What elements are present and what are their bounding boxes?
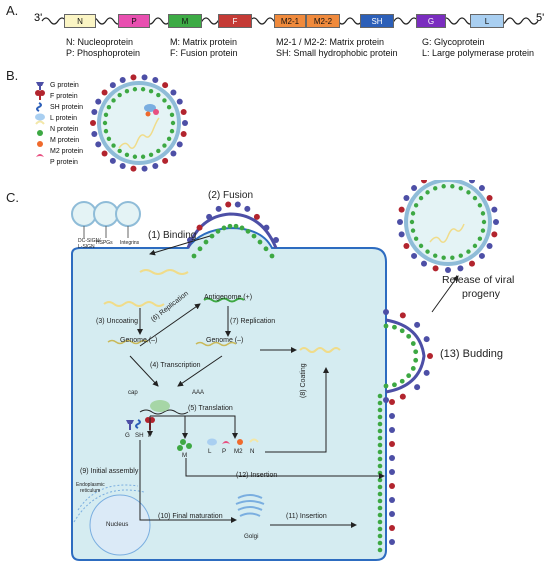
protein-label-p: P	[222, 448, 227, 455]
m-protein-icon	[37, 130, 43, 136]
er-label-1: Endoplasmic	[76, 482, 105, 488]
step-insertion-11: (11) Insertion	[286, 513, 327, 520]
receptor-virions	[71, 201, 141, 238]
legend-sh: SH: Small hydrophobic protein	[276, 48, 398, 58]
protein-label-m: M	[182, 452, 188, 459]
sh-protein-icon	[36, 102, 42, 112]
protein-label-f: F	[148, 432, 152, 439]
legend-n-protein: N protein	[50, 126, 79, 133]
legend-g-protein: G protein	[50, 82, 79, 89]
nucleus-label: Nucleus	[106, 521, 129, 528]
protein-label-m2: M2	[234, 448, 243, 455]
legend-g: G: Glycoprotein	[422, 37, 485, 47]
step-uncoating: (3) Uncoating	[96, 318, 139, 325]
l-protein-icon	[35, 113, 45, 121]
legend-m: M: Matrix protein	[170, 37, 238, 47]
step-replication-7: (7) Replication	[230, 318, 276, 325]
panel-a-label: A.	[6, 3, 19, 18]
genome-minus-1: Genome (–)	[120, 337, 158, 344]
g-protein-icon	[36, 82, 44, 90]
gene-box-p: P	[118, 14, 150, 28]
nucleus	[89, 494, 151, 556]
released-virion	[404, 180, 492, 266]
legend-l-protein: L protein	[50, 115, 77, 122]
golgi-label: Golgi	[244, 533, 259, 540]
gene-box-m2-2: M2-2	[306, 14, 340, 28]
virion-illustration	[90, 74, 188, 172]
genome-3-prime: 3'	[34, 12, 43, 24]
gene-box-g: G	[416, 14, 446, 28]
panel-b-legend: G protein F protein SH protein L protein…	[50, 80, 83, 168]
legend-sh-protein: SH protein	[50, 104, 84, 111]
step-initial-assembly: (9) Initial assembly	[80, 468, 139, 475]
gene-box-f: F	[218, 14, 252, 28]
replication-cycle-diagram	[71, 180, 499, 561]
f-protein-icon	[35, 90, 45, 100]
step-coating: (8) Coating	[300, 363, 307, 398]
receptor-dc-sign: DC-SIGN/	[78, 238, 101, 244]
legend-m2: M2-1 / M2-2: Matrix protein	[276, 37, 385, 47]
genome-5-prime: 5'	[536, 12, 545, 24]
panel-b-legend-icons	[35, 82, 45, 157]
legend-f: F: Fusion protein	[170, 48, 238, 58]
step-fusion: (2) Fusion	[208, 190, 254, 201]
step-insertion-12: (12) Insertion	[236, 472, 278, 479]
antigenome: Antigenome (+)	[204, 294, 253, 301]
p-protein-icon	[36, 154, 44, 157]
protein-label-g: G	[125, 432, 130, 439]
mrna-aaa: AAA	[192, 390, 205, 396]
legend-f-protein: F protein	[50, 93, 78, 100]
mrna-cap: cap	[128, 390, 138, 396]
genome-minus-2: Genome (–)	[206, 337, 244, 344]
protein-label-sh: SH	[135, 432, 144, 439]
step-translation: (5) Translation	[188, 405, 233, 412]
legend-m2-protein: M2 protein	[50, 148, 84, 155]
panel-b-label: B.	[6, 68, 19, 83]
protein-label-l: L	[208, 448, 212, 455]
step-final-maturation: (10) Final maturation	[158, 513, 223, 520]
release-label-1: Release of viral	[442, 274, 515, 286]
gene-box-n: N	[64, 14, 96, 28]
step-budding: (13) Budding	[440, 348, 503, 360]
release-label-2: progeny	[462, 288, 500, 300]
receptor-integrins: Integrins	[120, 240, 140, 246]
n-protein-icon	[35, 120, 45, 125]
step-transcription: (4) Transcription	[150, 362, 201, 369]
gene-box-sh: SH	[360, 14, 394, 28]
step-binding: (1) Binding	[148, 230, 197, 241]
gene-box-l: L	[470, 14, 504, 28]
legend-n: N: Nucleoprotein	[66, 37, 134, 47]
gene-box-m: M	[168, 14, 202, 28]
gene-box-m2-1: M2-1	[274, 14, 306, 28]
legend-m-protein: M protein	[50, 137, 80, 144]
er-label-2: reticulum	[80, 488, 101, 494]
receptor-l-sign: L-SIGN	[78, 244, 95, 250]
golgi	[235, 494, 265, 517]
legend-p: P: Phosphoprotein	[66, 48, 141, 58]
legend-p-protein: P protein	[50, 159, 78, 166]
panel-c-label: C.	[6, 190, 19, 205]
legend-l: L: Large polymerase protein	[422, 48, 535, 58]
protein-label-n: N	[250, 448, 255, 455]
m2-protein-icon	[37, 141, 43, 147]
receptor-hspgs: HSPGs	[96, 240, 113, 246]
